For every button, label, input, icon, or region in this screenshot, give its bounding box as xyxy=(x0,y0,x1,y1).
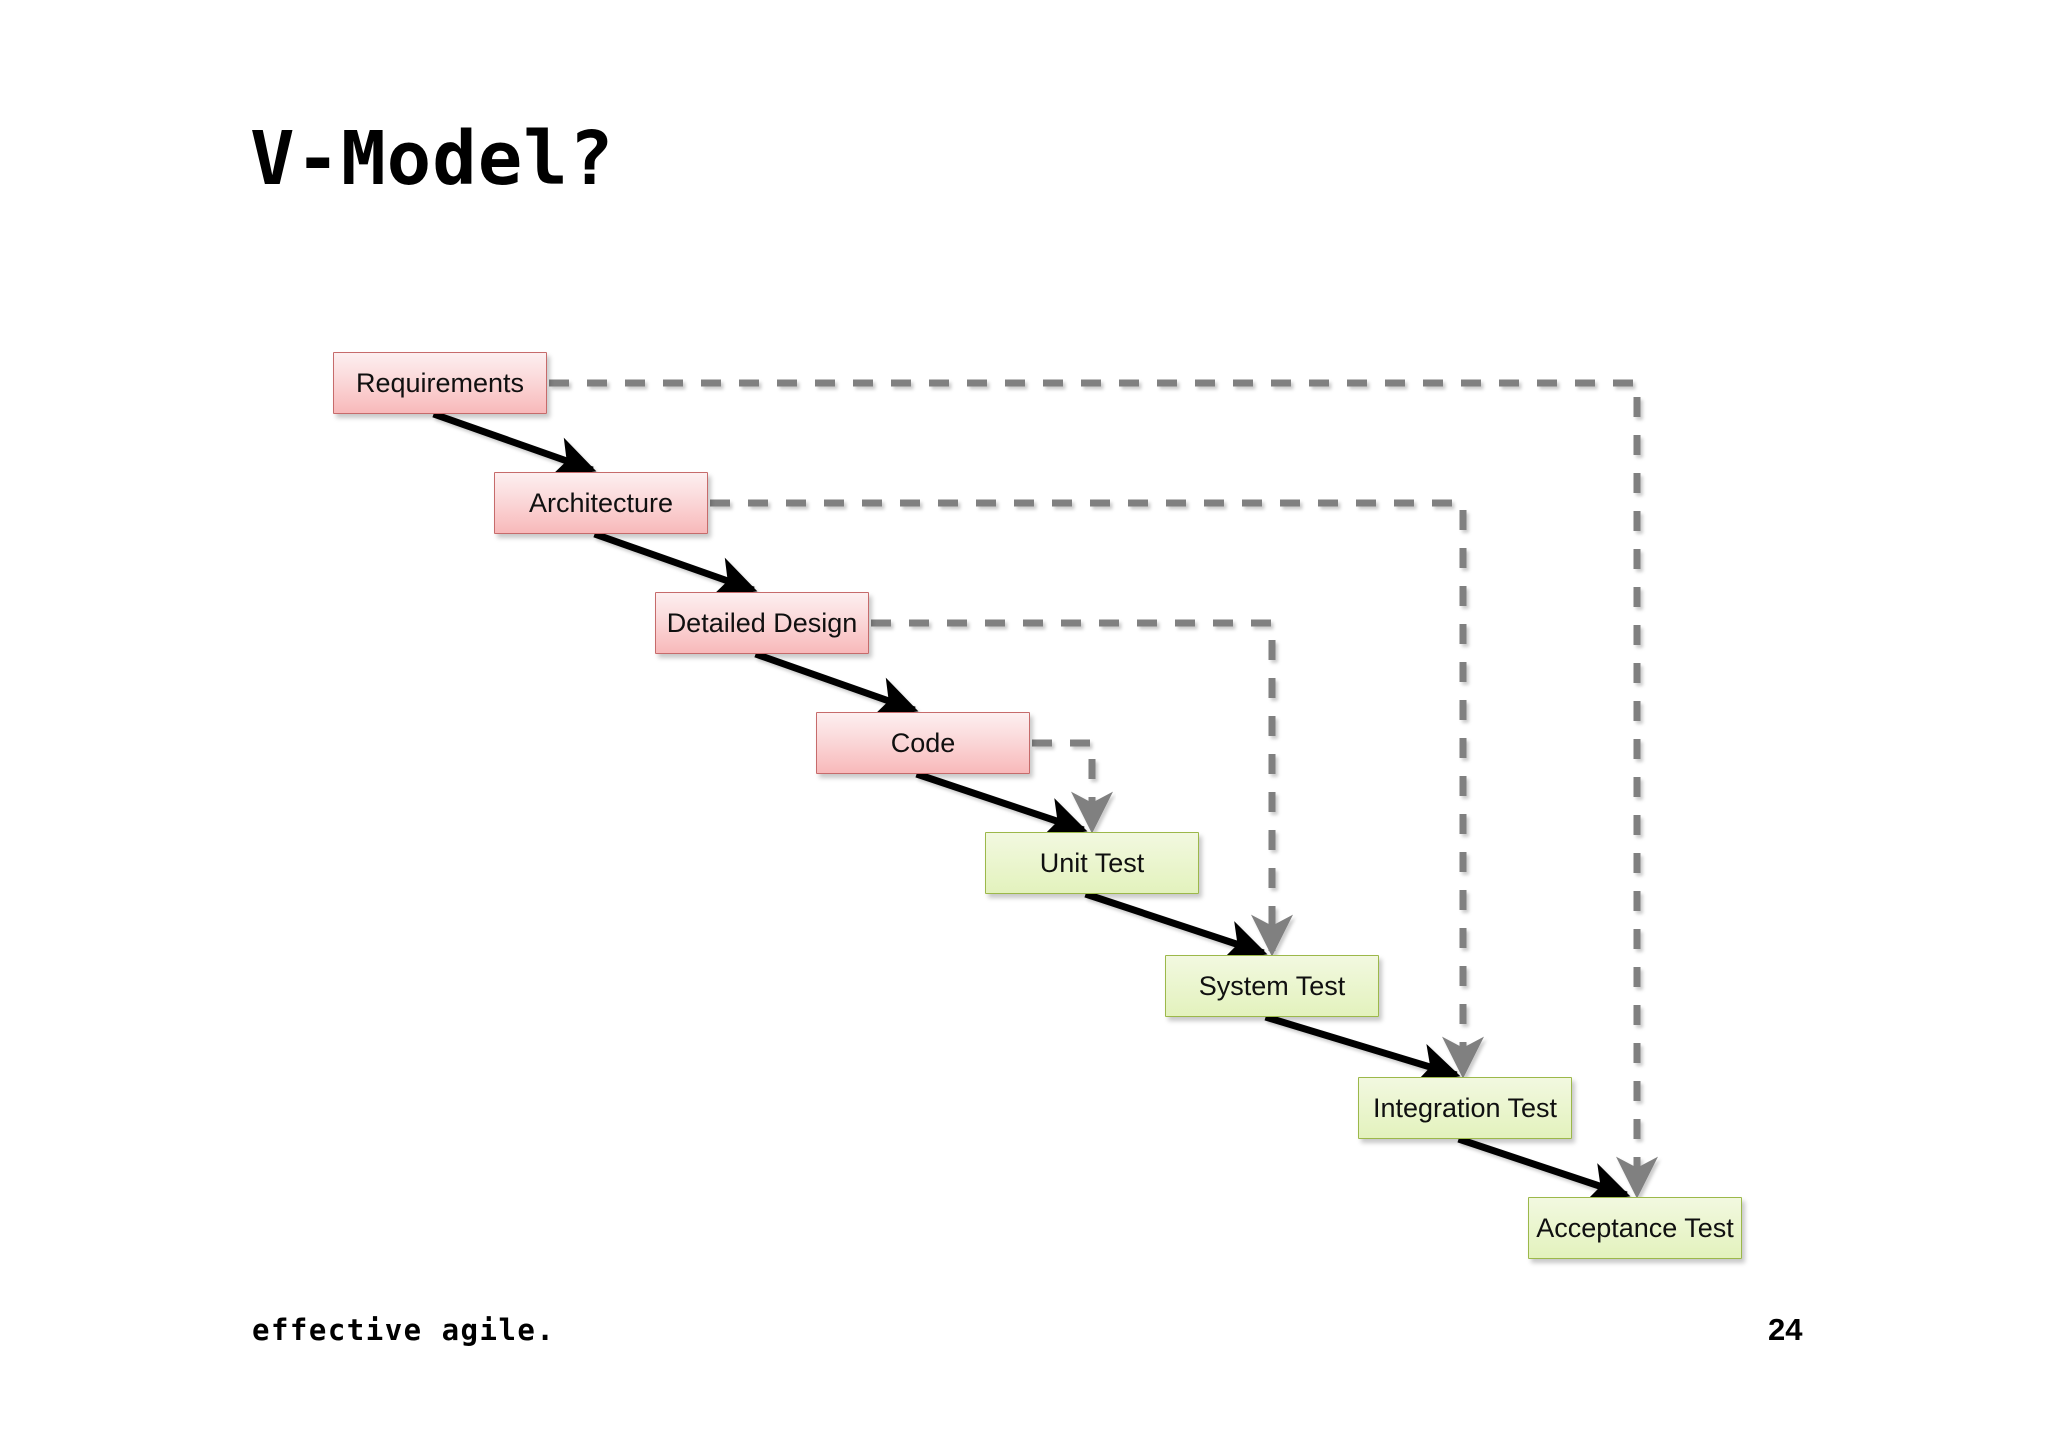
footer-brand: effective agile. xyxy=(252,1313,556,1347)
node-integration-test[interactable]: Integration Test xyxy=(1358,1077,1572,1139)
node-label-architecture: Architecture xyxy=(528,487,674,518)
flow-arrow-unit-test-to-system-test xyxy=(1084,890,1268,962)
node-label-unit-test: Unit Test xyxy=(1039,847,1145,878)
flow-arrow-detailed-design-to-code xyxy=(754,650,919,718)
page-number: 24 xyxy=(1768,1312,1803,1347)
node-label-detailed-design: Detailed Design xyxy=(666,607,858,638)
node-label-acceptance-test: Acceptance Test xyxy=(1536,1212,1734,1243)
node-requirements[interactable]: Requirements xyxy=(333,352,547,414)
node-unit-test[interactable]: Unit Test xyxy=(985,832,1199,894)
flow-arrow-architecture-to-detailed-design xyxy=(593,530,758,598)
flow-arrow-requirements-to-architecture xyxy=(432,410,597,478)
node-architecture[interactable]: Architecture xyxy=(494,472,708,534)
flow-arrow-code-to-unit-test xyxy=(915,770,1088,838)
node-acceptance-test[interactable]: Acceptance Test xyxy=(1528,1197,1742,1259)
trace-arrow-detailed-design-to-system-test xyxy=(871,619,1293,957)
trace-arrow-requirements-to-acceptance-test xyxy=(549,379,1658,1199)
flow-arrow-system-test-to-integration-test xyxy=(1264,1013,1461,1085)
node-detailed-design[interactable]: Detailed Design xyxy=(655,592,869,654)
node-code[interactable]: Code xyxy=(816,712,1030,774)
traceability-edges xyxy=(549,379,1658,1199)
flow-arrow-integration-test-to-acceptance-test xyxy=(1457,1135,1631,1203)
page-title: V-Model? xyxy=(250,116,615,202)
node-label-code: Code xyxy=(890,727,956,758)
node-label-requirements: Requirements xyxy=(355,367,525,398)
node-system-test[interactable]: System Test xyxy=(1165,955,1379,1017)
node-label-integration-test: Integration Test xyxy=(1372,1092,1558,1123)
node-label-system-test: System Test xyxy=(1198,970,1346,1001)
trace-arrow-code-to-unit-test xyxy=(1032,739,1113,834)
